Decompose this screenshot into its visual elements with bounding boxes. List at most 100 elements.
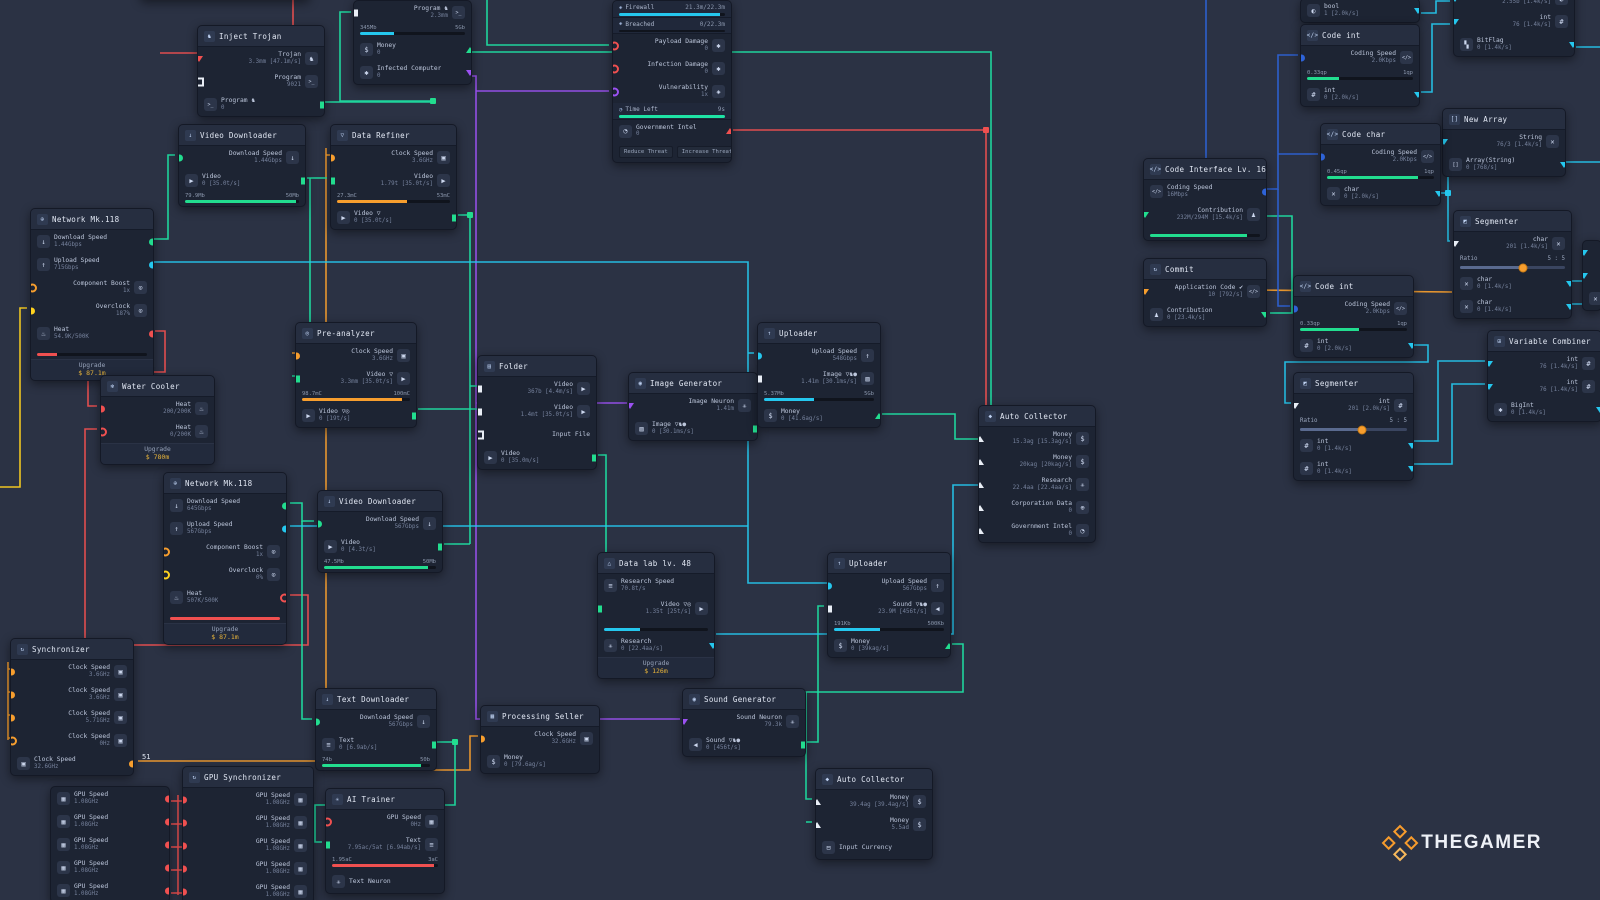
input-port[interactable] [318,520,322,527]
upgrade-button[interactable]: Upgrade$ 780m [101,443,214,464]
input-port[interactable] [11,691,15,698]
output-port[interactable] [165,864,169,871]
input-port[interactable] [478,408,482,415]
input-port[interactable] [478,385,482,392]
input-port[interactable] [1294,402,1299,409]
input-port[interactable] [1583,272,1588,279]
upgrade-button[interactable]: Upgrade$ 87.1m [31,359,153,380]
output-port[interactable] [1566,303,1571,310]
input-port[interactable] [198,55,203,62]
threat-button-1[interactable]: Increase Threat [676,145,731,158]
input-port[interactable] [1454,0,1459,2]
input-port[interactable] [816,821,821,828]
input-port[interactable] [1454,240,1459,247]
input-port[interactable] [183,865,187,872]
input-port[interactable] [179,154,183,161]
output-port[interactable] [165,818,169,825]
input-port[interactable] [613,87,619,96]
input-port[interactable] [31,283,37,292]
input-port[interactable] [816,798,821,805]
output-port[interactable] [1408,465,1413,472]
input-port[interactable] [478,430,484,439]
input-port[interactable] [1488,360,1493,367]
output-port[interactable] [165,841,169,848]
output-port[interactable] [1566,280,1571,287]
input-port[interactable] [354,9,358,16]
output-port[interactable] [1414,91,1419,98]
upgrade-button[interactable]: Upgrade$ 126m [598,657,714,678]
input-port[interactable] [828,605,832,612]
threat-button-0[interactable]: Reduce Threat [619,145,673,158]
input-port[interactable] [11,736,17,745]
input-port[interactable] [613,64,619,73]
output-port[interactable] [320,101,324,108]
output-port[interactable] [466,69,471,76]
output-port[interactable] [1262,188,1266,195]
input-port[interactable] [198,77,204,86]
input-port[interactable] [31,307,35,314]
output-port[interactable] [301,177,305,184]
output-port[interactable] [1596,406,1600,413]
output-port[interactable] [875,412,880,419]
input-port[interactable] [758,352,762,359]
input-port[interactable] [1583,249,1588,256]
input-port[interactable] [296,375,300,382]
input-port[interactable] [828,582,832,589]
output-port[interactable] [1435,190,1440,197]
slider-track[interactable] [1460,263,1565,272]
input-port[interactable] [1294,305,1298,312]
output-port[interactable] [149,330,153,337]
input-port[interactable] [326,841,330,848]
output-port[interactable] [282,502,286,509]
input-port[interactable] [1488,383,1493,390]
wire-junction[interactable] [467,212,473,218]
input-port[interactable] [164,570,170,579]
output-port[interactable] [726,128,731,134]
slider-track[interactable] [1300,425,1407,434]
slider-knob[interactable] [1518,263,1528,272]
input-port[interactable] [331,154,335,161]
slider-knob[interactable] [1357,425,1367,434]
input-port[interactable] [979,458,984,465]
output-port[interactable] [129,760,133,767]
input-port[interactable] [481,735,485,742]
output-port[interactable] [452,214,456,221]
input-port[interactable] [183,796,187,803]
input-port[interactable] [1454,18,1459,25]
wire-junction[interactable] [452,739,458,745]
input-port[interactable] [629,402,634,409]
output-port[interactable] [592,454,596,461]
output-port[interactable] [438,543,442,550]
output-port[interactable] [280,593,286,602]
input-port[interactable] [1301,54,1305,61]
input-port[interactable] [979,504,984,511]
wire-junction[interactable] [1445,190,1451,196]
output-port[interactable] [1414,7,1419,14]
input-port[interactable] [296,352,300,359]
input-port[interactable] [316,718,320,725]
input-port[interactable] [101,427,107,436]
output-port[interactable] [149,238,153,245]
